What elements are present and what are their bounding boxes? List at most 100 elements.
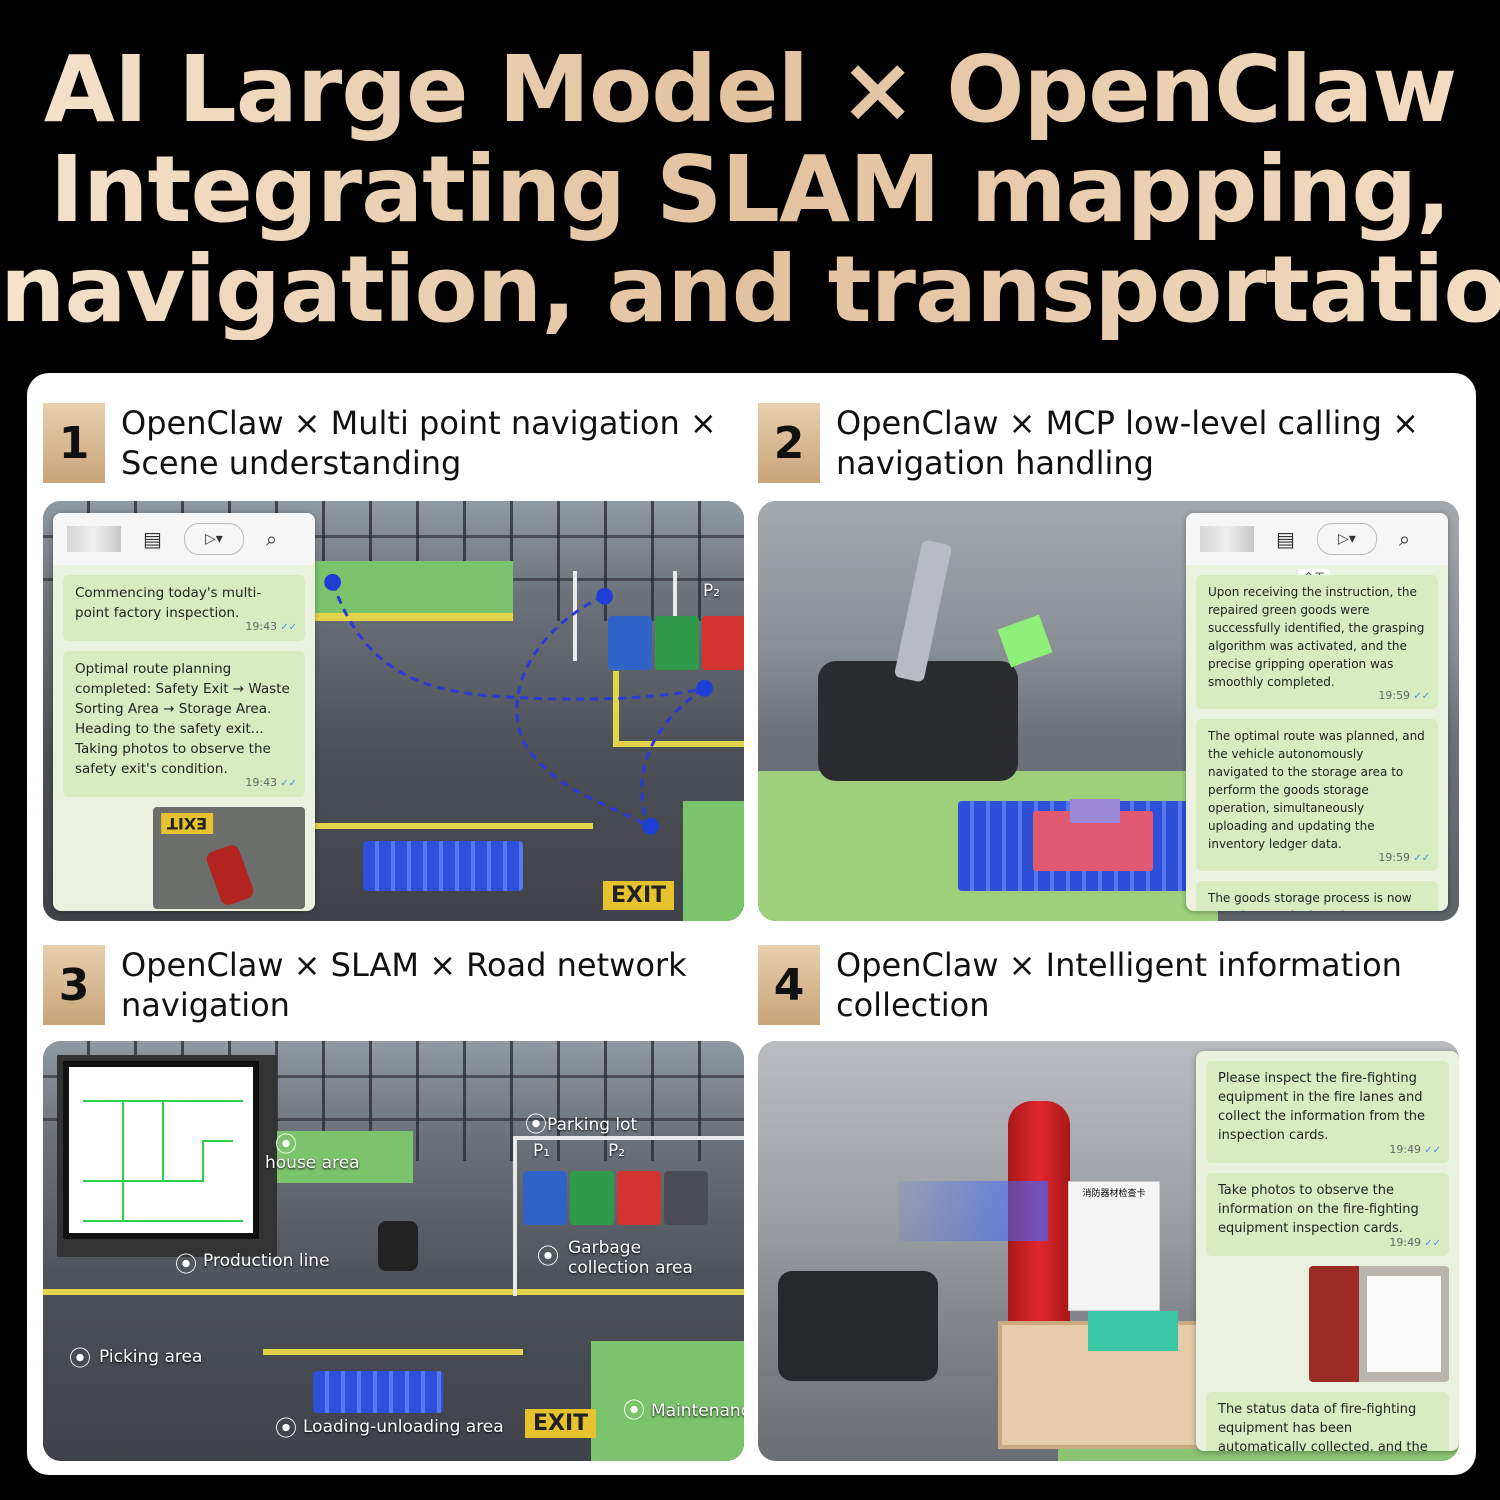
panel-mcp-navigation: ▤ ▷ ▾ ⌕ 今天 Upon receiving the instructio… <box>758 501 1459 921</box>
chat-message: Optimal route planning completed: Safety… <box>63 651 305 797</box>
section-title: OpenClaw × Multi point navigation × Scen… <box>121 403 717 483</box>
chat-message: The status data of fire-fighting equipme… <box>1206 1392 1449 1451</box>
recycling-bin <box>570 1171 614 1225</box>
message-time: 19:59 <box>1378 687 1430 706</box>
production-line-label: Production line <box>203 1251 330 1271</box>
headline-line-2: Integrating SLAM mapping, <box>49 136 1451 243</box>
section-title: OpenClaw × SLAM × Road network navigatio… <box>121 945 687 1025</box>
panel-information-collection: 消防器材检查卡 Please inspect the fire-fighting… <box>758 1041 1459 1461</box>
map-pin-icon: ● <box>323 569 343 594</box>
chat-toolbar: ▤ ▷ ▾ ⌕ <box>1186 513 1448 565</box>
section-number: 1 <box>43 403 105 483</box>
chat-window: ▤ ▷ ▾ ⌕ Commencing today's multi-point f… <box>53 513 315 911</box>
message-text: Commencing today's multi-point factory i… <box>75 585 262 621</box>
inspection-card: 消防器材检查卡 <box>1068 1181 1160 1311</box>
message-text: Upon receiving the instruction, the repa… <box>1208 585 1425 689</box>
message-time: 19:43 <box>245 773 297 794</box>
map-pin-icon: ⦿ <box>623 1399 646 1424</box>
search-icon[interactable]: ⌕ <box>265 527 278 551</box>
chat-message: Take photos to observe the information o… <box>1206 1173 1449 1256</box>
chat-toolbar: ▤ ▷ ▾ ⌕ <box>53 513 315 565</box>
inspection-card-photo[interactable] <box>1309 1266 1449 1382</box>
section-title-line: OpenClaw × Intelligent information <box>836 946 1402 984</box>
exit-sign: EXIT <box>525 1409 597 1438</box>
recycling-bin <box>702 616 744 670</box>
chevron-down-icon: ▾ <box>215 531 223 547</box>
label-icon: ▷ <box>205 531 216 547</box>
map-pin-icon: ⦿ <box>275 1133 298 1158</box>
message-text: Take photos to observe the information o… <box>1218 1183 1419 1236</box>
section-title-line: navigation <box>121 986 290 1024</box>
slam-map-graph <box>63 1061 259 1239</box>
recycling-bin <box>523 1171 567 1225</box>
section-number: 4 <box>758 945 820 1025</box>
section-number: 3 <box>43 945 105 1025</box>
section-title-line: collection <box>836 986 990 1024</box>
label-dropdown[interactable]: ▷ ▾ <box>183 523 244 555</box>
recycling-bin <box>617 1171 661 1225</box>
message-text: The optimal route was planned, and the v… <box>1208 729 1425 851</box>
content-card: 1 OpenClaw × Multi point navigation × Sc… <box>27 373 1476 1475</box>
section-4-header: 4 OpenClaw × Intelligent information col… <box>758 945 1402 1025</box>
message-text: Optimal route planning completed: Safety… <box>75 661 290 777</box>
recycling-bin <box>608 616 652 670</box>
chat-message: The goods storage process is now complet… <box>1196 881 1438 911</box>
headline-line-3: navigation, and transportation <box>0 236 1500 343</box>
parking-label: Parking lot <box>547 1115 638 1135</box>
photo-exit-sign: EXIT <box>161 813 214 834</box>
map-pin-icon: ● <box>595 583 615 608</box>
slam-map <box>57 1055 277 1257</box>
section-title-line: OpenClaw × SLAM × Road network <box>121 946 687 984</box>
chat-window: ▤ ▷ ▾ ⌕ 今天 Upon receiving the instructio… <box>1186 513 1448 911</box>
section-2-header: 2 OpenClaw × MCP low-level calling × nav… <box>758 403 1419 483</box>
recycling-bin <box>655 616 699 670</box>
map-pin-icon: ● <box>641 813 661 838</box>
storage-block <box>1070 799 1120 823</box>
block-grid <box>363 841 523 891</box>
section-title: OpenClaw × Intelligent information colle… <box>836 945 1402 1025</box>
map-pin-icon: ⦿ <box>69 1347 92 1372</box>
garbage-collection-label: Garbage collection area <box>568 1238 693 1278</box>
robot-vehicle <box>778 1271 938 1381</box>
exit-photo[interactable]: EXIT <box>153 807 305 909</box>
warehouse-label: house area <box>265 1153 360 1173</box>
label-icon: ▷ <box>1338 531 1349 547</box>
label-dropdown[interactable]: ▷ ▾ <box>1316 523 1377 555</box>
sorting-tray-section <box>1088 1311 1178 1351</box>
message-text: The status data of fire-fighting equipme… <box>1218 1402 1428 1451</box>
map-pin-icon: ⦿ <box>525 1113 548 1138</box>
robot-vehicle <box>378 1221 418 1271</box>
inspection-card-title: 消防器材检查卡 <box>1082 1189 1146 1199</box>
loading-unloading-label: Loading-unloading area <box>303 1417 504 1437</box>
section-title-line: OpenClaw × Multi point navigation × <box>121 404 717 442</box>
chat-message: The optimal route was planned, and the v… <box>1196 719 1438 871</box>
message-text: The goods storage process is now complet… <box>1208 891 1412 911</box>
recycling-bin <box>664 1171 708 1225</box>
panel-multi-point-navigation: P₂ EXIT ● ● ● ● ▤ ▷ ▾ ⌕ <box>43 501 744 921</box>
section-3-header: 3 OpenClaw × SLAM × Road network navigat… <box>43 945 687 1025</box>
map-pin-icon: ⦿ <box>537 1245 560 1270</box>
map-pin-icon: ● <box>695 675 715 700</box>
maintenance-label: Maintenanc <box>651 1401 744 1421</box>
picking-area-label: Picking area <box>99 1347 203 1367</box>
parking-p1-label: P₁ <box>533 1141 551 1161</box>
panel-slam-navigation: ⦿ house area ⦿ Parking lot P₁ P₂ ⦿ Garba… <box>43 1041 744 1461</box>
headline-line-1: AI Large Model × OpenClaw <box>43 36 1457 143</box>
message-text: Please inspect the fire-fighting equipme… <box>1218 1071 1426 1143</box>
map-pin-icon: ⦿ <box>175 1253 198 1278</box>
section-1-header: 1 OpenClaw × Multi point navigation × Sc… <box>43 403 717 483</box>
block-grid <box>313 1371 443 1413</box>
blurred-contact-name <box>1200 526 1254 552</box>
parking-p2-label: P₂ <box>608 1141 626 1161</box>
search-icon[interactable]: ⌕ <box>1398 527 1411 551</box>
message-time: 19:59 <box>1378 849 1430 868</box>
section-title-line: navigation handling <box>836 444 1154 482</box>
message-time: 19:49 <box>1389 1233 1441 1253</box>
route-path <box>331 582 704 828</box>
camera-beam <box>898 1181 1048 1241</box>
blurred-contact-name <box>67 526 121 552</box>
store-icon[interactable]: ▤ <box>1276 527 1295 551</box>
store-icon[interactable]: ▤ <box>143 527 162 551</box>
chat-window: Please inspect the fire-fighting equipme… <box>1196 1051 1459 1451</box>
chevron-down-icon: ▾ <box>1348 531 1356 547</box>
